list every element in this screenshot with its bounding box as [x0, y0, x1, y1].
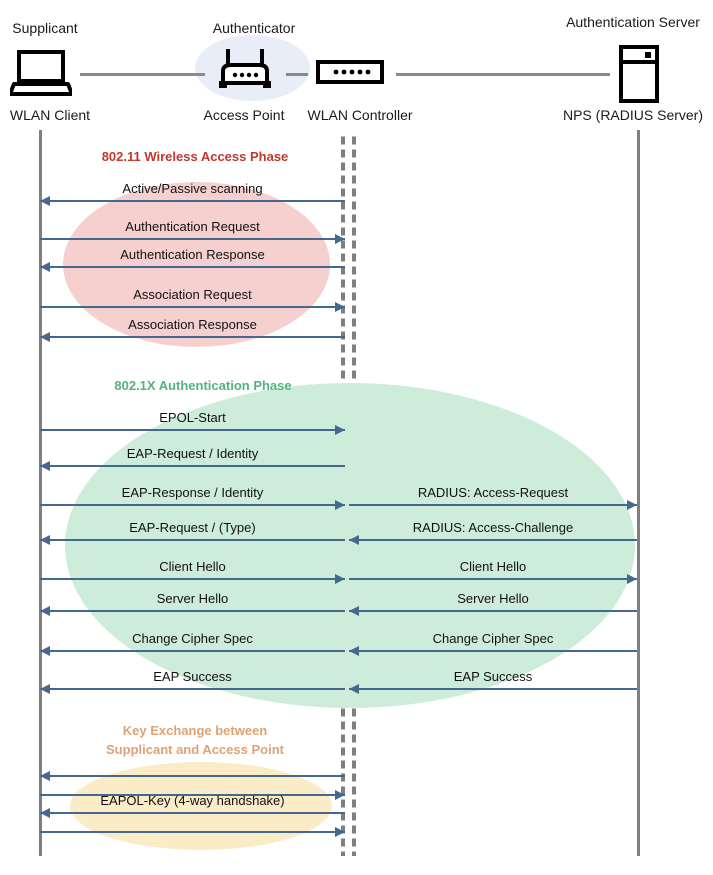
message-arrow-line	[40, 465, 345, 467]
access-point-icon	[217, 47, 273, 91]
message-arrow-line	[40, 266, 345, 268]
link-ap-controller	[286, 73, 308, 76]
link-client-ap	[80, 73, 205, 76]
message-arrow-line	[40, 200, 345, 202]
message-arrow-line	[40, 578, 345, 580]
message-label: RADIUS: Access-Request	[417, 485, 569, 500]
message-arrow-head	[627, 500, 637, 510]
message-arrow-line	[349, 504, 637, 506]
message-arrow-line	[40, 238, 345, 240]
actor-role-auth-server: Authentication Server	[566, 14, 700, 30]
server-icon	[618, 45, 660, 103]
message-label: Server Hello	[457, 591, 529, 606]
message-arrow-head	[40, 684, 50, 694]
actor-caption-wlan-client: WLAN Client	[9, 107, 91, 123]
message-arrow-head	[627, 574, 637, 584]
message-arrow-head	[335, 790, 345, 800]
message-arrow-head	[349, 535, 359, 545]
actor-caption-wlan-controller: WLAN Controller	[307, 107, 413, 123]
lifeline-supplicant	[39, 130, 42, 856]
message-arrow-head	[40, 771, 50, 781]
message-label: EPOL-Start	[159, 410, 226, 425]
message-label: EAP Success	[153, 669, 232, 684]
message-arrow-line	[40, 429, 345, 431]
lifeline-auth-server	[637, 130, 640, 856]
message-arrow-head	[40, 535, 50, 545]
message-arrow-line	[349, 539, 637, 541]
message-arrow-line	[40, 610, 345, 612]
message-arrow-head	[40, 332, 50, 342]
wlan-controller-icon	[316, 60, 384, 84]
message-arrow-head	[40, 646, 50, 656]
message-arrow-line	[40, 812, 345, 814]
message-arrow-head	[335, 500, 345, 510]
message-arrow-head	[335, 234, 345, 244]
message-label: Client Hello	[459, 559, 527, 574]
actor-role-authenticator: Authenticator	[212, 20, 296, 36]
message-arrow-head	[335, 827, 345, 837]
message-arrow-line	[349, 578, 637, 580]
message-arrow-head	[40, 606, 50, 616]
message-label: Authentication Request	[125, 219, 260, 234]
actor-caption-access-point: Access Point	[203, 107, 285, 123]
message-arrow-head	[335, 302, 345, 312]
message-arrow-line	[40, 688, 345, 690]
message-label: EAPOL-Key (4-way handshake)	[100, 793, 285, 808]
message-arrow-head	[40, 461, 50, 471]
message-arrow-head	[349, 606, 359, 616]
message-label: EAP-Request / Identity	[126, 446, 259, 461]
phase-label-key-exchange: Key Exchange between Supplicant and Acce…	[106, 723, 284, 757]
message-arrow-line	[40, 306, 345, 308]
message-arrow-line	[40, 831, 345, 833]
message-label: Change Cipher Spec	[132, 631, 253, 646]
message-arrow-head	[335, 425, 345, 435]
phase-label-wireless-access: 802.11 Wireless Access Phase	[101, 149, 289, 164]
message-arrow-head	[335, 574, 345, 584]
message-arrow-line	[40, 650, 345, 652]
message-arrow-line	[349, 688, 637, 690]
laptop-icon	[10, 50, 72, 96]
message-label: EAP-Response / Identity	[121, 485, 264, 500]
message-label: Active/Passive scanning	[122, 181, 263, 196]
actor-role-supplicant: Supplicant	[12, 20, 78, 36]
message-arrow-head	[40, 262, 50, 272]
message-arrow-line	[40, 794, 345, 796]
message-arrow-line	[40, 539, 345, 541]
message-label: Change Cipher Spec	[432, 631, 554, 646]
phase-blob-dot1x	[65, 383, 635, 708]
phase-blob-wireless-access	[63, 182, 330, 347]
message-label: RADIUS: Access-Challenge	[412, 520, 574, 535]
message-arrow-line	[40, 504, 345, 506]
message-arrow-line	[40, 775, 345, 777]
message-arrow-head	[349, 646, 359, 656]
phase-label-dot1x: 802.1X Authentication Phase	[114, 378, 292, 393]
link-controller-server	[396, 73, 610, 76]
message-arrow-line	[349, 610, 637, 612]
actor-caption-nps-server: NPS (RADIUS Server)	[562, 107, 704, 123]
message-arrow-line	[40, 336, 345, 338]
message-label: Association Response	[128, 317, 257, 332]
message-arrow-head	[40, 196, 50, 206]
message-label: Association Request	[133, 287, 252, 302]
message-label: Server Hello	[156, 591, 229, 606]
message-label: EAP-Request / (Type)	[129, 520, 256, 535]
message-arrow-head	[349, 684, 359, 694]
message-label: Authentication Response	[120, 247, 265, 262]
message-arrow-line	[349, 650, 637, 652]
message-arrow-head	[40, 808, 50, 818]
message-label: Client Hello	[159, 559, 226, 574]
message-label: EAP Success	[453, 669, 533, 684]
